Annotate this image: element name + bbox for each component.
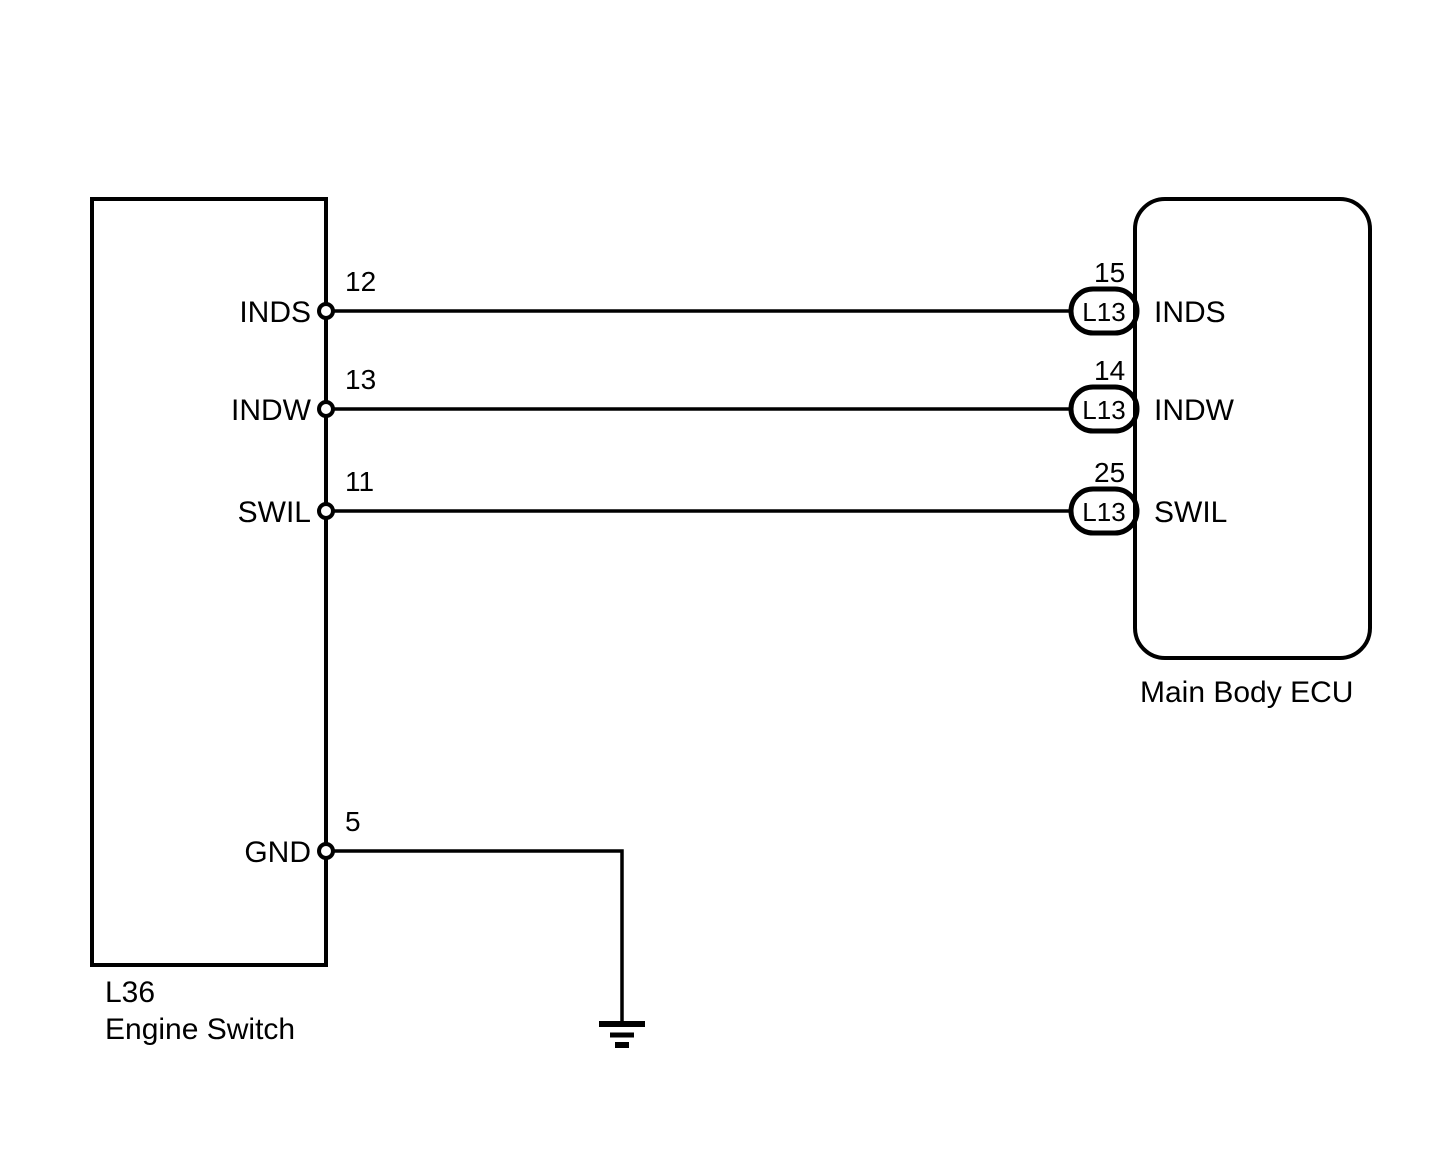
wire-gnd — [326, 849, 624, 1024]
ecu-terminal-inds[interactable]: 15 L13 INDS — [1068, 257, 1226, 336]
main-body-ecu-box — [1133, 197, 1372, 660]
main-body-ecu-name: Main Body ECU — [1140, 676, 1353, 709]
ecu-pin-swil: 25 — [1094, 457, 1125, 488]
terminal-dot-swil[interactable] — [317, 502, 335, 520]
terminal-label-gnd: GND — [244, 836, 311, 869]
terminal-pin-indw: 13 — [345, 364, 376, 395]
connector-code-indw: L13 — [1082, 395, 1125, 425]
ecu-pin-inds: 15 — [1094, 257, 1125, 288]
terminal-label-swil: SWIL — [238, 496, 311, 529]
terminal-dot-inds[interactable] — [317, 302, 335, 320]
ecu-signal-indw: INDW — [1154, 394, 1235, 427]
engine-switch-code: L36 — [105, 976, 155, 1009]
terminal-pin-gnd: 5 — [345, 806, 361, 837]
wire-group — [326, 309, 1104, 1024]
terminal-label-indw: INDW — [231, 394, 312, 427]
engine-switch-caption: L36 Engine Switch — [105, 976, 295, 1046]
terminal-inds[interactable]: INDS 12 — [239, 266, 376, 329]
terminal-dot-indw[interactable] — [317, 400, 335, 418]
engine-switch-name: Engine Switch — [105, 1013, 295, 1046]
terminal-indw[interactable]: INDW 13 — [231, 364, 376, 427]
ecu-signal-swil: SWIL — [1154, 496, 1227, 529]
ecu-pin-indw: 14 — [1094, 355, 1125, 386]
terminal-swil[interactable]: SWIL 11 — [238, 466, 374, 529]
ecu-terminal-swil[interactable]: 25 L13 SWIL — [1068, 457, 1227, 536]
terminal-pin-swil: 11 — [345, 466, 374, 497]
main-body-ecu-caption: Main Body ECU — [1140, 676, 1353, 709]
terminal-dot-gnd[interactable] — [317, 842, 335, 860]
ecu-signal-inds: INDS — [1154, 296, 1226, 329]
right-component-group — [1133, 197, 1372, 660]
terminal-gnd[interactable]: GND 5 — [244, 806, 360, 869]
terminal-pin-inds: 12 — [345, 266, 376, 297]
connector-code-inds: L13 — [1082, 297, 1125, 327]
ecu-terminal-indw[interactable]: 14 L13 INDW — [1068, 355, 1235, 434]
terminal-label-inds: INDS — [239, 296, 311, 329]
chassis-ground-icon — [599, 1021, 645, 1048]
connector-code-swil: L13 — [1082, 497, 1125, 527]
